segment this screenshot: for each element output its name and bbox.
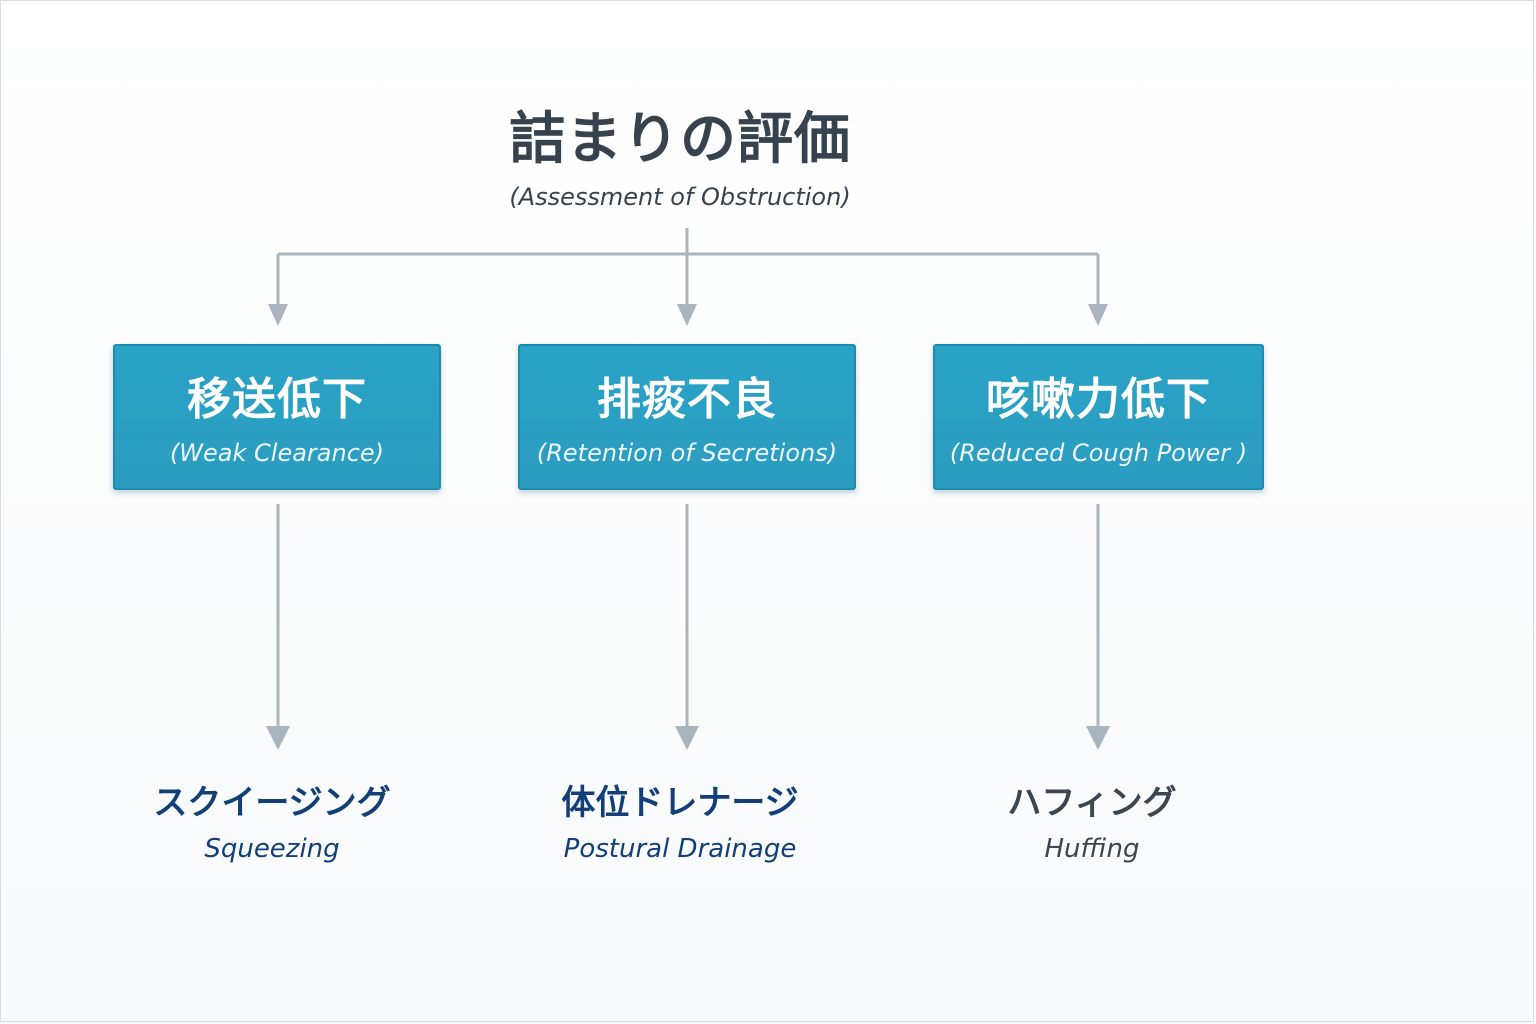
arrowhead-left-bottom (266, 726, 290, 750)
node-subtitle: (Retention of Secretions) (536, 439, 838, 467)
root-subtitle: (Assessment of Obstruction) (509, 183, 851, 211)
node-title: 咳嗽力低下 (986, 374, 1211, 425)
arrowhead-left-top (268, 304, 288, 326)
node-subtitle: (Reduced Cough Power ) (949, 439, 1248, 467)
arrowhead-middle-bottom (675, 726, 699, 750)
leaf-postural-drainage: 体位ドレナージ Postural Drainage (500, 780, 860, 868)
arrowhead-right-top (1088, 304, 1108, 326)
leaf-squeezing: スクイージング Squeezing (92, 780, 452, 868)
leaf-subtitle: Huffing (1044, 834, 1140, 864)
leaf-huffing: ハフィング Huffing (912, 780, 1272, 868)
leaf-title: 体位ドレナージ (561, 783, 799, 823)
root-node: 詰まりの評価 (Assessment of Obstruction) (430, 100, 930, 214)
node-subtitle: (Weak Clearance) (169, 439, 385, 467)
node-retention-of-secretions: 排痰不良 (Retention of Secretions) (518, 344, 856, 490)
leaf-subtitle: Squeezing (204, 834, 340, 864)
node-weak-clearance: 移送低下 (Weak Clearance) (113, 344, 441, 490)
node-title: 排痰不良 (597, 374, 777, 425)
leaf-subtitle: Postural Drainage (563, 834, 797, 864)
leaf-title: ハフィング (1007, 783, 1177, 823)
node-reduced-cough-power: 咳嗽力低下 (Reduced Cough Power ) (933, 344, 1264, 490)
leaf-title: スクイージング (153, 783, 391, 823)
arrowhead-middle-top (677, 304, 697, 326)
root-title: 詰まりの評価 (509, 107, 851, 172)
arrowhead-right-bottom (1086, 726, 1110, 750)
node-title: 移送低下 (187, 374, 367, 425)
